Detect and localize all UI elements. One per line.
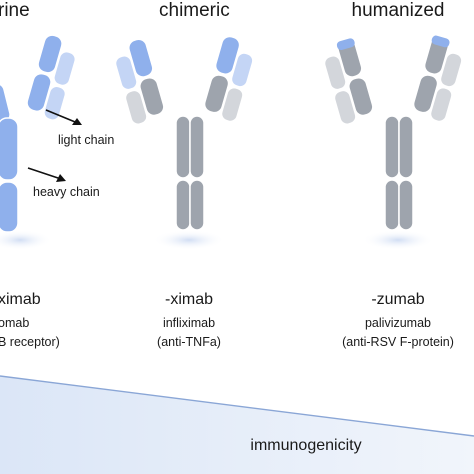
fc-domain	[0, 181, 19, 233]
fc-domain	[398, 179, 414, 231]
fc-domain	[384, 115, 400, 179]
antibody-shadow	[0, 230, 52, 250]
antibody-shadow	[362, 230, 434, 250]
fc-domain	[175, 179, 191, 231]
humanized-column: humanized -z	[323, 0, 463, 349]
fc-domain	[0, 117, 19, 181]
light-chain-arrow	[45, 109, 81, 125]
column-title-chimeric: chimeric	[159, 0, 230, 21]
light-chain-constant-domain	[220, 86, 244, 123]
column-title-murine: rine	[0, 0, 30, 21]
heavy-chain-constant-domain	[139, 76, 165, 117]
immunogenicity-axis: immunogenicity	[0, 375, 474, 474]
chimeric-antibody-icon	[114, 35, 254, 250]
light-chain-variable-domain	[323, 55, 347, 91]
immunogenicity-slope-line	[0, 375, 474, 437]
cdr-region	[336, 38, 355, 51]
heavy-chain-constant-domain	[203, 74, 230, 114]
immunogenicity-label: immunogenicity	[250, 437, 361, 454]
antibody-shadow	[153, 230, 225, 250]
heavy-chain-variable-domain	[214, 35, 241, 75]
example-target-chimeric: (anti-TNFa)	[157, 335, 221, 349]
murine-antibody-icon	[0, 34, 77, 250]
light-chain-variable-domain	[439, 52, 463, 88]
fc-domain	[189, 115, 205, 179]
heavy-chain-label: heavy chain	[33, 185, 100, 199]
cdr-region	[431, 35, 450, 48]
light-chain-variable-domain	[114, 55, 138, 91]
fc-domain	[189, 179, 205, 231]
chimeric-column: chimeric -ximab infliximab	[114, 0, 254, 349]
light-chain-variable-domain	[53, 50, 77, 87]
heavy-chain-constant-domain	[348, 76, 374, 117]
fc-domain	[398, 115, 414, 179]
suffix-chimeric: -ximab	[165, 291, 213, 308]
heavy-chain-constant-domain	[412, 74, 439, 114]
example-target-humanized: (anti-RSV F-protein)	[342, 335, 454, 349]
humanized-antibody-icon	[323, 35, 463, 250]
light-chain-constant-domain	[124, 89, 148, 125]
arrow-head-icon	[56, 174, 66, 182]
light-chain-label: light chain	[58, 133, 114, 147]
arrow-head-icon	[72, 118, 82, 125]
light-chain-constant-domain	[429, 86, 453, 123]
suffix-humanized: -zumab	[371, 291, 424, 308]
fc-domain	[384, 179, 400, 231]
heavy-chain-constant-domain	[26, 72, 52, 113]
suffix-murine: ximab	[0, 291, 41, 308]
heavy-chain-variable-domain	[128, 38, 154, 78]
column-title-humanized: humanized	[352, 0, 445, 21]
example-name-chimeric: infliximab	[163, 316, 215, 330]
example-name-humanized: palivizumab	[365, 316, 431, 330]
light-chain-variable-domain	[230, 52, 254, 88]
example-name-murine: omab	[0, 316, 29, 330]
heavy-chain-annotation: heavy chain	[27, 167, 100, 199]
light-chain-constant-domain	[333, 89, 357, 125]
murine-column: rine ximab omab B receptor)	[0, 0, 77, 349]
heavy-chain-variable-domain	[37, 34, 63, 74]
immunogenicity-wedge	[0, 376, 474, 474]
fc-domain	[175, 115, 191, 179]
light-chain-annotation: light chain	[45, 109, 114, 147]
heavy-chain-variable-domain	[0, 41, 1, 84]
example-target-murine: B receptor)	[0, 335, 60, 349]
